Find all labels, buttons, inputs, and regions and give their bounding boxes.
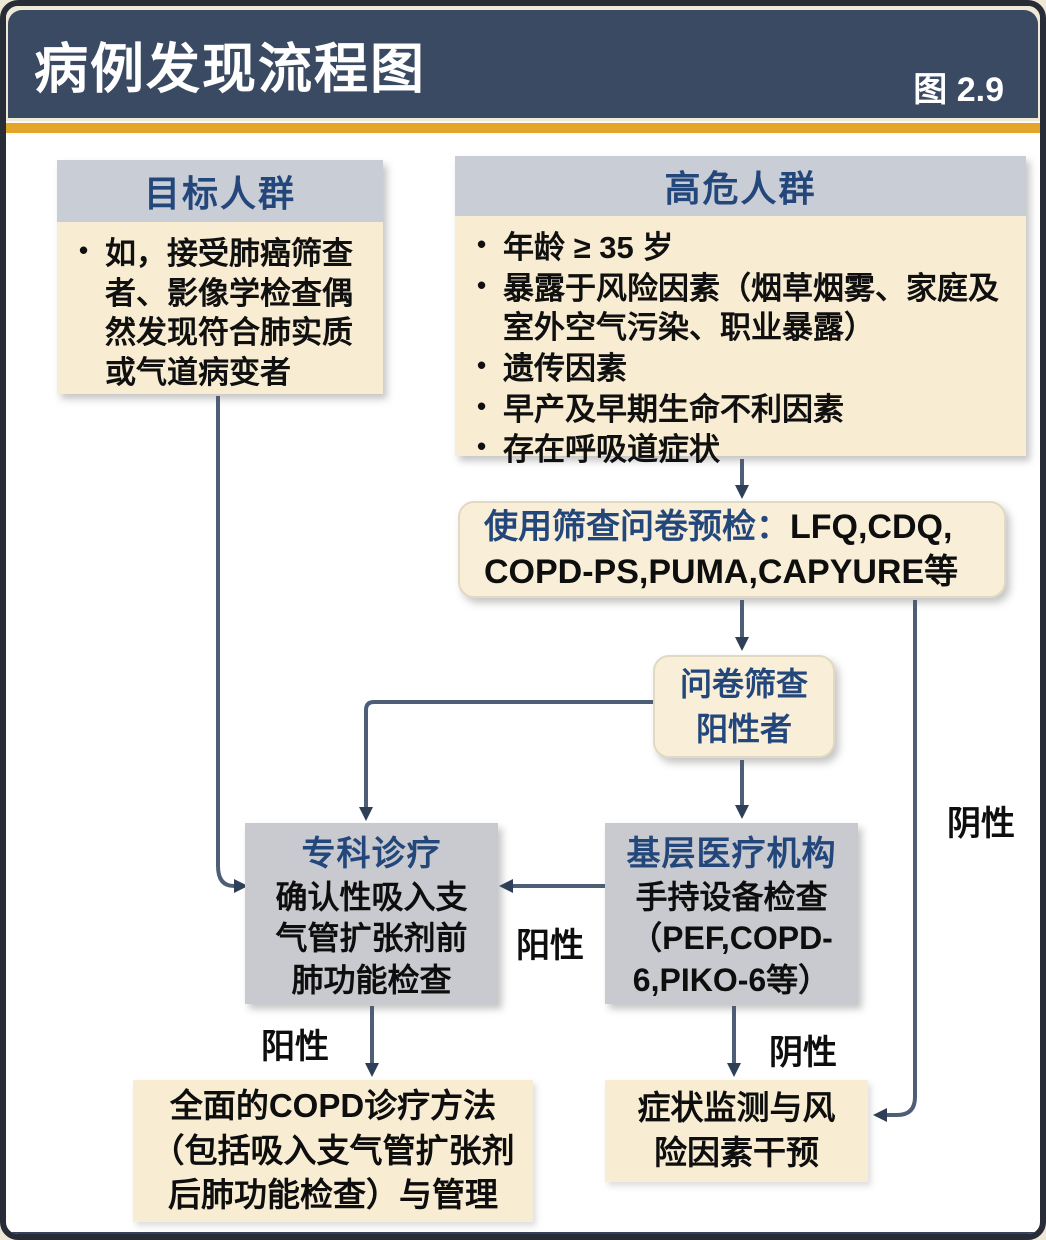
- questionnaire-positive-text: 问卷筛查 阳性者: [679, 665, 808, 747]
- questionnaire-prefix: 使用筛查问卷预检：: [484, 507, 790, 546]
- bullet-item: 年龄 ≥ 35 岁: [469, 228, 1014, 268]
- questionnaire-tools-line1: LFQ,CDQ,: [790, 507, 953, 546]
- node-specialist-care: 专科诊疗 确认性吸入支 气管扩张剂前 肺功能检查: [245, 823, 498, 1004]
- comprehensive-management-text: 全面的COPD诊疗方法 （包括吸入支气管扩张剂 后肺功能检查）与管理: [151, 1087, 515, 1214]
- bullet-item: 早产及早期生命不利因素: [469, 390, 1014, 430]
- bullet-item: 暴露于风险因素（烟草烟雾、家庭及室外空气污染、职业暴露）: [469, 269, 1014, 348]
- specialist-body: 确认性吸入支 气管扩张剂前 肺功能检查: [275, 878, 468, 998]
- specialist-title: 专科诊疗: [301, 834, 442, 873]
- target-population-list: 如，接受肺癌筛查者、影像学检查偶然发现符合肺实质或气道病变者: [57, 228, 383, 393]
- high-risk-title: 高危人群: [455, 156, 1026, 216]
- questionnaire-tools-line2: COPD-PS,PUMA,CAPYURE等: [484, 552, 959, 591]
- bullet-item: 存在呼吸道症状: [469, 430, 1014, 470]
- primary-care-title: 基层医疗机构: [626, 834, 837, 873]
- accent-divider: [6, 121, 1040, 135]
- node-symptom-monitoring: 症状监测与风 险因素干预: [605, 1080, 868, 1182]
- node-questionnaire-prescreen: 使用筛查问卷预检：LFQ,CDQ, COPD-PS,PUMA,CAPYURE等: [458, 501, 1006, 598]
- figure-header: 病例发现流程图 图 2.9: [8, 10, 1038, 118]
- target-population-title: 目标人群: [57, 160, 383, 222]
- footer-bar: [6, 1232, 1040, 1234]
- connector-target-to-specialist: [216, 396, 248, 893]
- edge-label-negative-questionnaire: 阴性: [947, 805, 1015, 843]
- symptom-monitoring-text: 症状监测与风 险因素干预: [637, 1089, 836, 1171]
- node-questionnaire-positive: 问卷筛查 阳性者: [653, 655, 835, 758]
- figure-number: 图 2.9: [913, 71, 1004, 109]
- bullet-item: 如，接受肺癌筛查者、影像学检查偶然发现符合肺实质或气道病变者: [71, 234, 371, 393]
- figure-title: 病例发现流程图: [34, 39, 426, 100]
- node-high-risk-population: 高危人群 年龄 ≥ 35 岁 暴露于风险因素（烟草烟雾、家庭及室外空气污染、职业…: [455, 156, 1026, 467]
- node-target-population: 目标人群 如，接受肺癌筛查者、影像学检查偶然发现符合肺实质或气道病变者: [57, 160, 383, 394]
- node-comprehensive-management: 全面的COPD诊疗方法 （包括吸入支气管扩张剂 后肺功能检查）与管理: [133, 1080, 533, 1222]
- high-risk-list: 年龄 ≥ 35 岁 暴露于风险因素（烟草烟雾、家庭及室外空气污染、职业暴露） 遗…: [455, 222, 1026, 470]
- questionnaire-text: 使用筛查问卷预检：LFQ,CDQ, COPD-PS,PUMA,CAPYURE等: [460, 505, 982, 595]
- edge-label-positive-specialist-down: 阳性: [261, 1028, 329, 1066]
- node-primary-care: 基层医疗机构 手持设备检查 （PEF,COPD- 6,PIKO-6等）: [605, 823, 858, 1004]
- edge-label-negative-primary-down: 阴性: [769, 1034, 837, 1072]
- edge-label-positive-primary-to-specialist: 阳性: [516, 927, 584, 965]
- connector-questionnaire-negative-to-monitoring: [873, 600, 917, 1122]
- bullet-item: 遗传因素: [469, 349, 1014, 389]
- connector-positive-to-specialist: [359, 700, 653, 821]
- primary-care-body: 手持设备检查 （PEF,COPD- 6,PIKO-6等）: [630, 878, 833, 998]
